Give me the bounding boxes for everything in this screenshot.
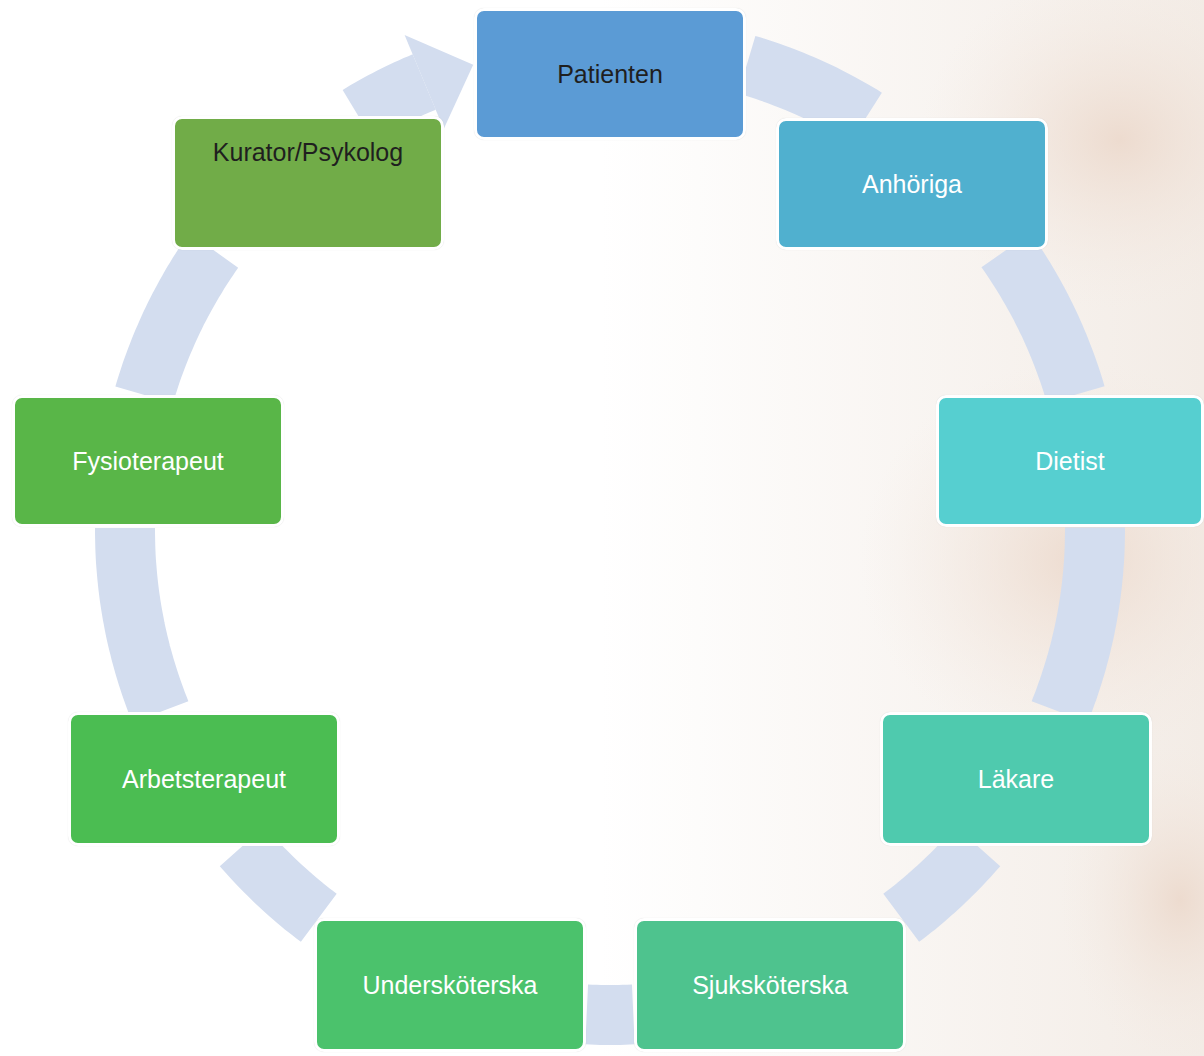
role-box: Kurator/Psykolog (172, 116, 444, 250)
ring-segment (242, 846, 319, 918)
role-box: Undersköterska (314, 918, 586, 1052)
arrow-head (405, 35, 474, 129)
ring-segment (1006, 250, 1076, 395)
ring-segment (1060, 528, 1095, 712)
ring-segment (587, 984, 634, 1045)
role-label: Kurator/Psykolog (213, 137, 403, 167)
role-box: Anhöriga (776, 118, 1048, 250)
role-box: Dietist (936, 395, 1204, 527)
hand-shape (860, 360, 1204, 760)
cycle-connector (242, 846, 319, 918)
role-label: Anhöriga (862, 169, 962, 199)
cycle-connector (358, 35, 473, 129)
ring-segment (144, 250, 214, 395)
cycle-connector (125, 528, 160, 712)
ring-segment (747, 65, 866, 118)
role-box: Arbetsterapeut (68, 712, 340, 846)
role-box: Fysioterapeut (12, 395, 284, 527)
cycle-connector (1060, 528, 1095, 712)
role-label: Dietist (1035, 446, 1104, 476)
role-label: Sjuksköterska (692, 970, 848, 1000)
ring-segment (125, 528, 160, 712)
role-label: Fysioterapeut (72, 446, 223, 476)
role-box: Patienten (474, 8, 746, 140)
cycle-connector (1006, 250, 1076, 395)
role-label: Patienten (557, 59, 663, 89)
role-label: Läkare (978, 764, 1054, 794)
ring-segment (901, 846, 978, 918)
role-box: Sjuksköterska (634, 918, 906, 1052)
role-label: Arbetsterapeut (122, 764, 286, 794)
cycle-connector (901, 846, 978, 918)
cycle-connector (144, 250, 214, 395)
cycle-connector (587, 1014, 634, 1016)
role-box: Läkare (880, 712, 1152, 846)
role-label: Undersköterska (362, 970, 537, 1000)
ring-segment (358, 82, 424, 116)
cycle-connector (747, 65, 866, 118)
